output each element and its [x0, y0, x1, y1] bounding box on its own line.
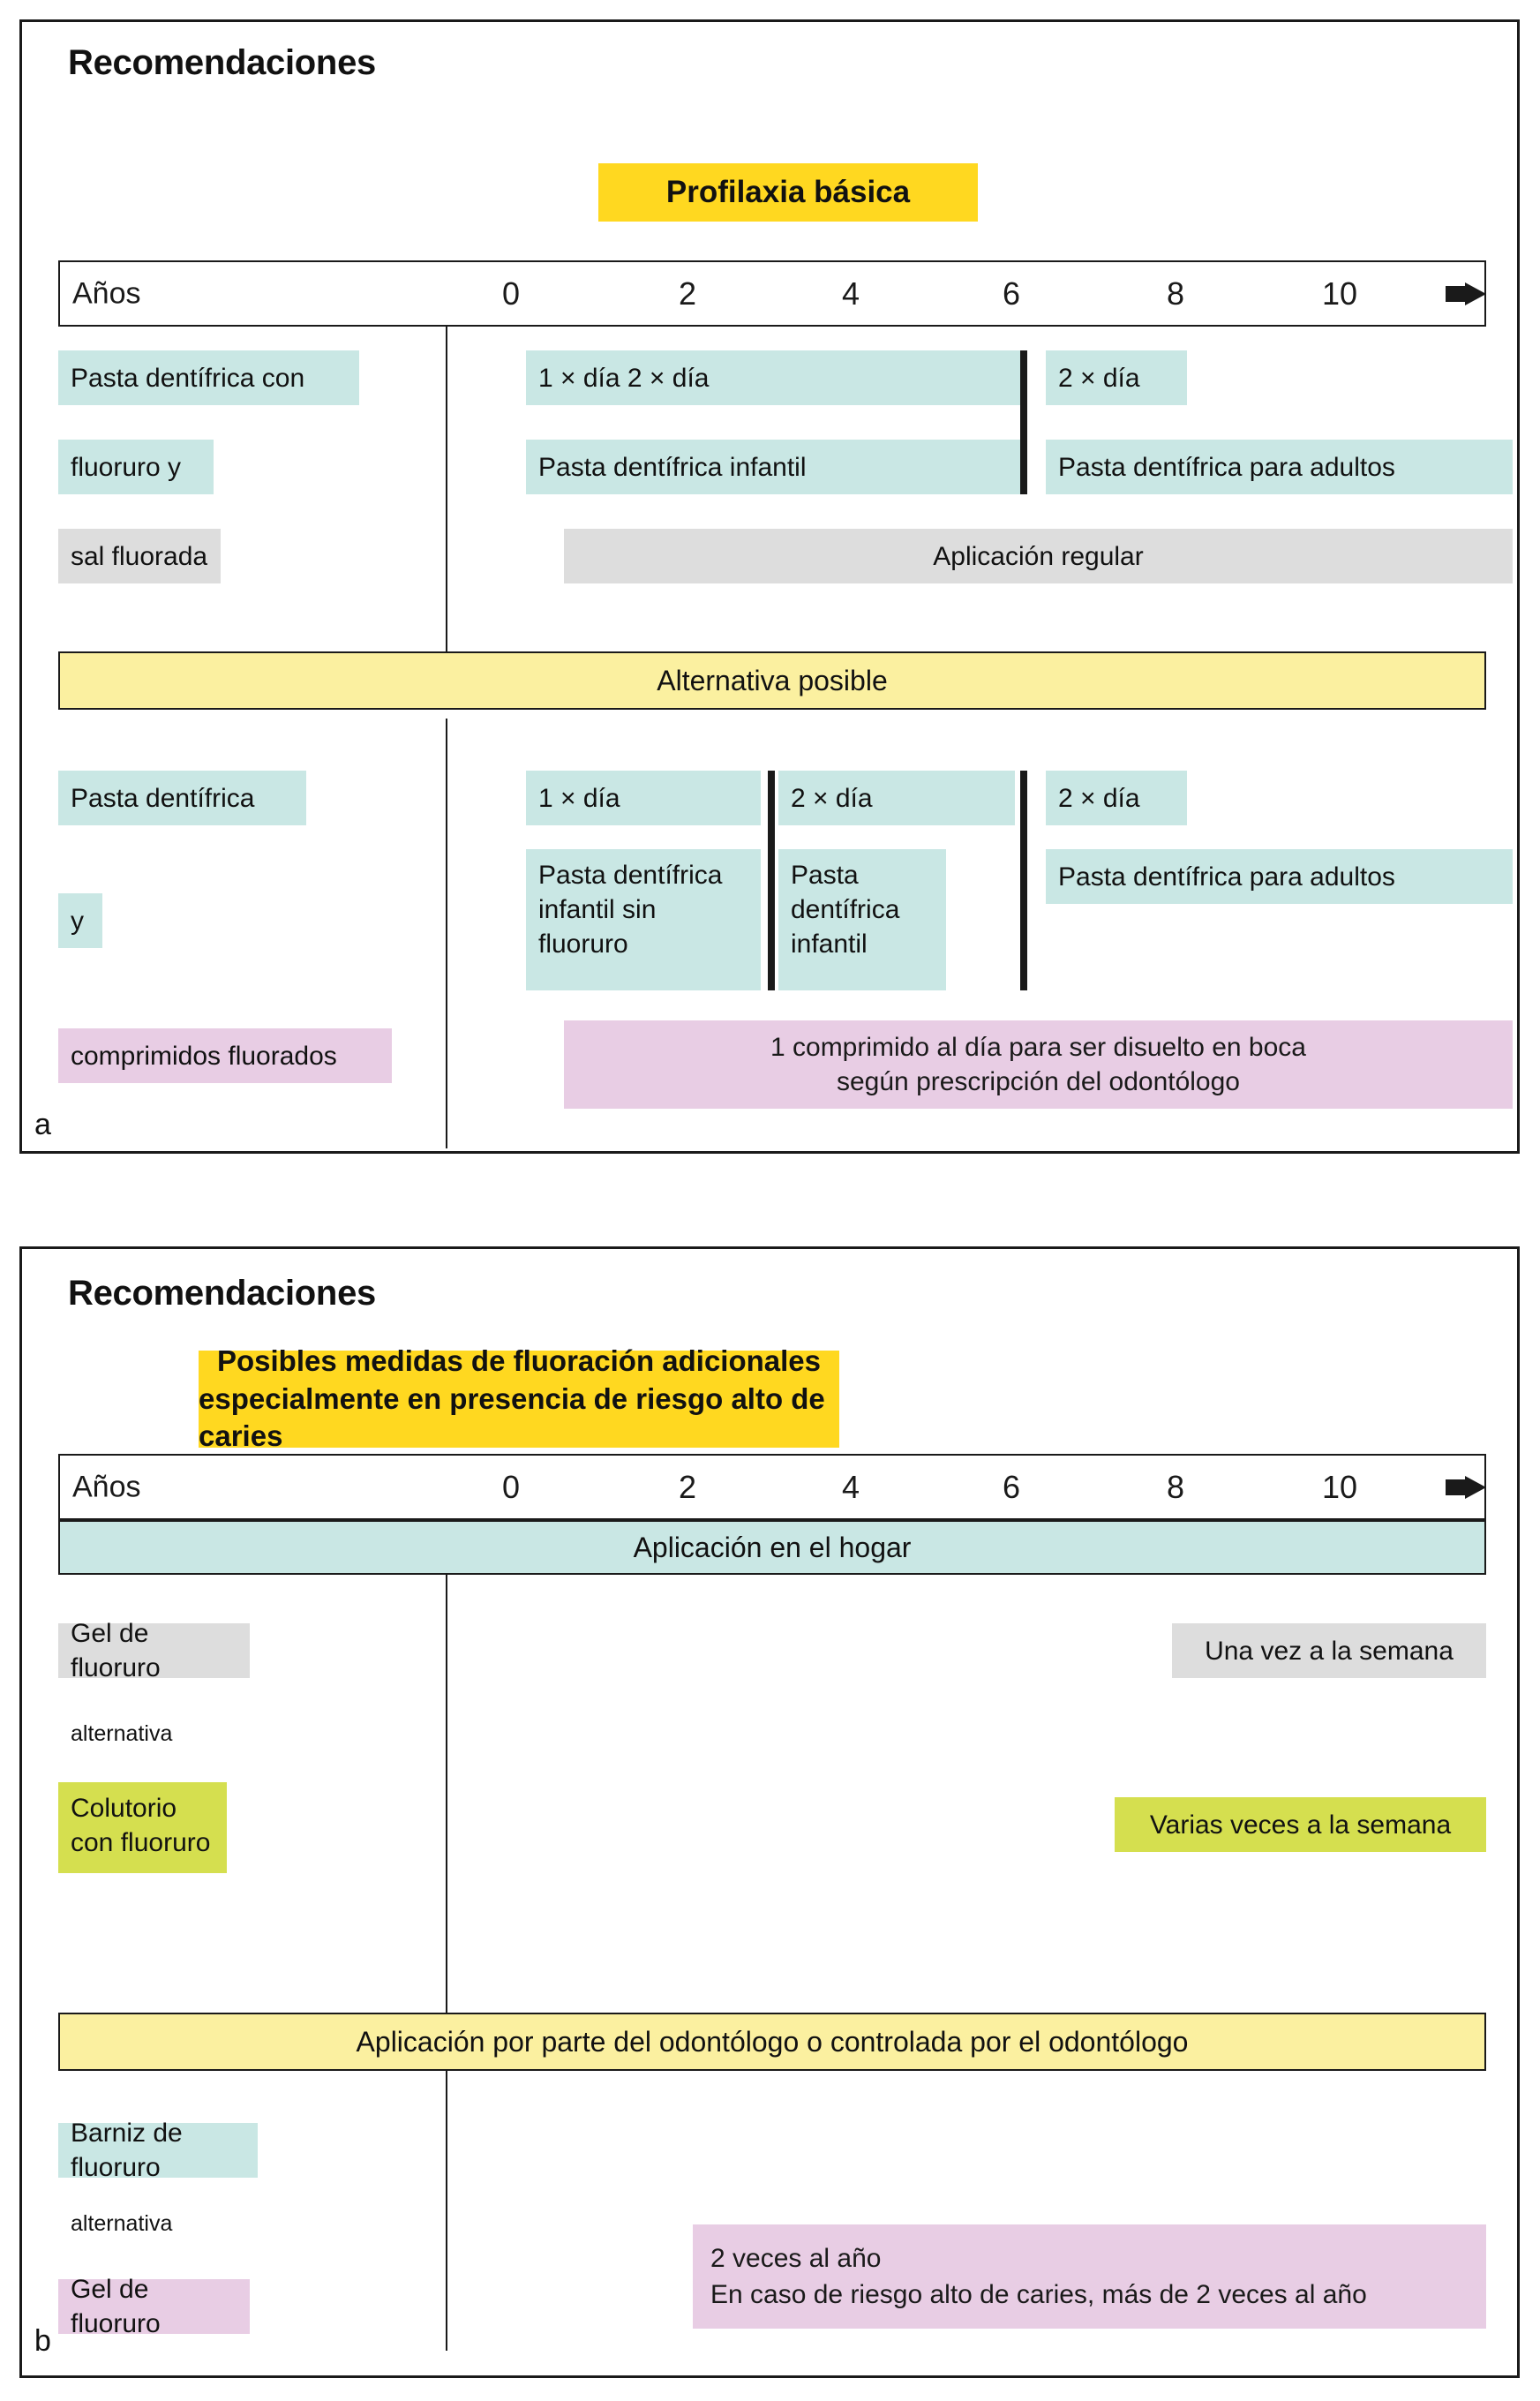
chip-pasta-adultos: Pasta dentífrica para adultos [1046, 440, 1513, 494]
label-alternativa-1: alternativa [71, 1721, 173, 1746]
axis-tick-2-b: 2 [678, 1468, 697, 1505]
bar-aplicacion-hogar: Aplicación en el hogar [58, 1520, 1486, 1575]
chip-frecuencia-2-dia: 2 × día [1046, 350, 1187, 405]
chip-comprimidos-fluorados: comprimidos fluorados [58, 1028, 392, 1083]
axis-tick-8: 8 [1166, 275, 1185, 312]
chip-pasta-dentifrica-con: Pasta dentífrica con [58, 350, 359, 405]
frecuencia-line2: En caso de riesgo alto de caries, más de… [710, 2280, 1367, 2309]
panel-b-axis: Años 0 2 4 6 8 10 [58, 1454, 1486, 1520]
chip-frecuencia-1-2-dia: 1 × día 2 × día [526, 350, 1020, 405]
comprimido-line1: 1 comprimido al día para ser disuelto en… [770, 1033, 1306, 1062]
chip-pasta-infantil: Pasta dentífrica infantil [526, 440, 1020, 494]
axis-tick-10-b: 10 [1321, 1468, 1358, 1505]
chip-y: y [58, 893, 102, 948]
right-arrow-icon [1446, 1475, 1486, 1499]
label-alternativa-2: alternativa [71, 2211, 173, 2236]
divider-thick-a3 [1020, 771, 1027, 990]
chip-una-vez-semana: Una vez a la semana [1172, 1623, 1486, 1678]
chip-frecuencia-2-dia-b: 2 × día [778, 771, 1015, 825]
divider-thick-a2 [768, 771, 775, 990]
box-frecuencia-anual: 2 veces al año En caso de riesgo alto de… [693, 2224, 1486, 2329]
comprimido-line2: según prescripción del odontólogo [837, 1067, 1240, 1096]
chip-gel-de-fluoruro-b: Gel de fluoruro [58, 2275, 250, 2338]
axis-tick-8-b: 8 [1166, 1468, 1185, 1505]
axis-label-years-b: Años [72, 1470, 141, 1503]
panel-b: Recomendaciones Posibles medidas de fluo… [19, 1246, 1520, 2378]
chip-pasta-adultos-b: Pasta dentífrica para adultos [1046, 849, 1513, 904]
chip-pasta-dentifrica: Pasta dentífrica [58, 771, 306, 825]
axis-tick-0: 0 [501, 275, 521, 312]
panel-letter-a: a [34, 1108, 51, 1141]
panel-b-column-divider-top [446, 1575, 447, 2022]
chip-varias-veces-semana: Varias veces a la semana [1115, 1797, 1486, 1852]
panel-a: Recomendaciones Profilaxia básica Años 0… [19, 19, 1520, 1154]
frecuencia-line1: 2 veces al año [710, 2243, 882, 2273]
chip-sal-fluorada: sal fluorada [58, 529, 221, 583]
axis-tick-6-b: 6 [1002, 1468, 1021, 1505]
panel-b-heading: Recomendaciones [68, 1274, 376, 1313]
panel-a-axis: Años 0 2 4 6 8 10 [58, 260, 1486, 327]
chip-pasta-infantil-sin-fluoruro: Pasta dentífrica infantil sin fluoruro [526, 849, 761, 990]
right-arrow-icon [1446, 282, 1486, 305]
panel-b-banner: Posibles medidas de fluoración adicional… [199, 1344, 839, 1452]
axis-label-years: Años [72, 276, 141, 310]
bar-aplicacion-regular: Aplicación regular [564, 529, 1513, 583]
axis-tick-6: 6 [1002, 275, 1021, 312]
panel-a-column-divider-top [446, 327, 447, 651]
axis-tick-0-b: 0 [501, 1468, 521, 1505]
chip-barniz-de-fluoruro: Barniz de fluoruro [58, 2119, 258, 2182]
panel-a-banner: Profilaxia básica [598, 163, 978, 222]
axis-tick-4: 4 [841, 275, 860, 312]
panel-b-column-divider-bottom [446, 2071, 447, 2351]
panel-a-column-divider-bottom [446, 719, 447, 1148]
panel-a-heading: Recomendaciones [68, 43, 376, 82]
chip-gel-de-fluoruro: Gel de fluoruro [58, 1619, 250, 1682]
axis-tick-2: 2 [678, 275, 697, 312]
chip-fluoruro-y: fluoruro y [58, 440, 214, 494]
chip-colutorio-con-fluoruro: Colutorio con fluoruro [58, 1782, 227, 1873]
bar-alternativa-posible: Alternativa posible [58, 651, 1486, 710]
panel-b-banner-line1: Posibles medidas de fluoración adicional… [216, 1344, 822, 1377]
chip-pasta-infantil-b: Pasta dentífrica infantil [778, 849, 946, 990]
axis-tick-4-b: 4 [841, 1468, 860, 1505]
bar-aplicacion-odontologo: Aplicación por parte del odontólogo o co… [58, 2013, 1486, 2071]
panel-b-banner-line2: especialmente en presencia de riesgo alt… [199, 1381, 825, 1453]
box-comprimido-instrucciones: 1 comprimido al día para ser disuelto en… [564, 1020, 1513, 1109]
divider-thick-a1 [1020, 350, 1027, 494]
chip-frecuencia-1-dia-b: 1 × día [526, 771, 761, 825]
chip-frecuencia-2-dia-c: 2 × día [1046, 771, 1187, 825]
axis-tick-10: 10 [1321, 275, 1358, 312]
panel-letter-b: b [34, 2324, 51, 2358]
